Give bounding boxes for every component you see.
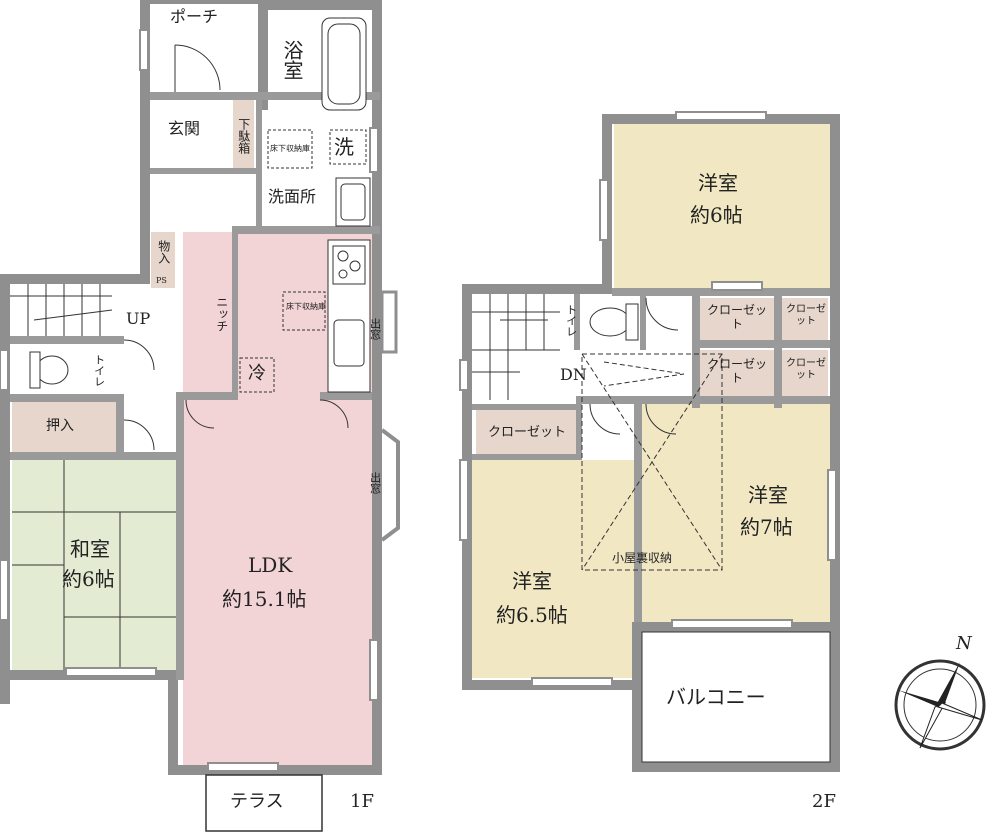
toilet-1f-label: トイレ [92,354,106,387]
compass-north-label: N [956,633,972,654]
balcony-label: バルコニー [666,685,766,709]
shoe-box-fill [233,100,254,168]
terrace-label: テラス [230,791,284,812]
windows-1f [0,29,379,772]
ldk-name: LDK [248,553,293,577]
balcony [641,631,831,763]
room-north-name: 洋室 [698,171,738,195]
niche-label: ニッチ [214,296,229,332]
toilet-2f-label: トイレ [564,304,578,337]
stairs-1f [10,284,113,336]
toilet-1f [35,355,69,385]
compass [894,659,986,751]
room-east-fill [642,404,830,622]
washitsu-size: 約6帖 [62,567,115,591]
floor2-label: 2F [812,791,836,812]
room-west-name: 洋室 [512,569,552,593]
tatami-lines [12,459,176,670]
closet-a-label: クローゼット [706,303,767,331]
stairs-down-label: DN [560,365,587,384]
toilet-2f [589,307,631,337]
porch-label: ポーチ [170,7,219,26]
washer-label: 洗 [334,135,354,159]
stairs-2f [472,294,560,400]
first-floor [0,0,400,832]
fridge-label: 冷 [248,363,266,384]
room-west-fill [472,460,636,678]
floor1-label: 1F [350,791,374,812]
storage-fill [151,232,175,288]
second-floor [459,111,840,772]
room-east-size: 約7帖 [740,515,793,539]
floor-storage-label: 床下収納庫 [286,302,326,311]
room-east-name: 洋室 [748,483,788,507]
attic-outline [581,353,723,571]
entrance-label: 玄関 [168,119,201,138]
room-north-fill [614,124,830,288]
ps-label: PS [156,276,167,285]
closet-label: 押入 [46,418,74,434]
doors-1f [123,44,349,451]
room-north-size: 約6帖 [690,203,743,227]
washitsu-name: 和室 [70,537,110,561]
ldk-size: 約15.1帖 [222,587,307,611]
terrace [205,774,323,832]
shoe-box-label: 下駄箱 [236,118,251,154]
closet-b-label: クローゼット [786,304,826,327]
closet-c-label: クローゼット [706,357,767,385]
washer-area-label: 床下収納庫 [270,144,310,153]
oshiire-fill [12,402,124,452]
closet-left-label: クローゼット [488,425,567,440]
closet-d-label: クローゼット [786,358,826,381]
attic-label: 小屋裏収納 [612,551,673,565]
washroom-label: 洗面所 [268,187,317,206]
bath-label: 浴室 [280,40,304,80]
stairs-up-label: UP [126,309,151,328]
window1-label: 出窓 [368,318,382,340]
window2-label: 出窓 [368,472,382,494]
storage-label: 物入 [156,240,171,264]
windows-2f [459,111,837,687]
kitchen-sink [333,319,365,367]
room-west-size: 約6.5帖 [496,603,568,627]
